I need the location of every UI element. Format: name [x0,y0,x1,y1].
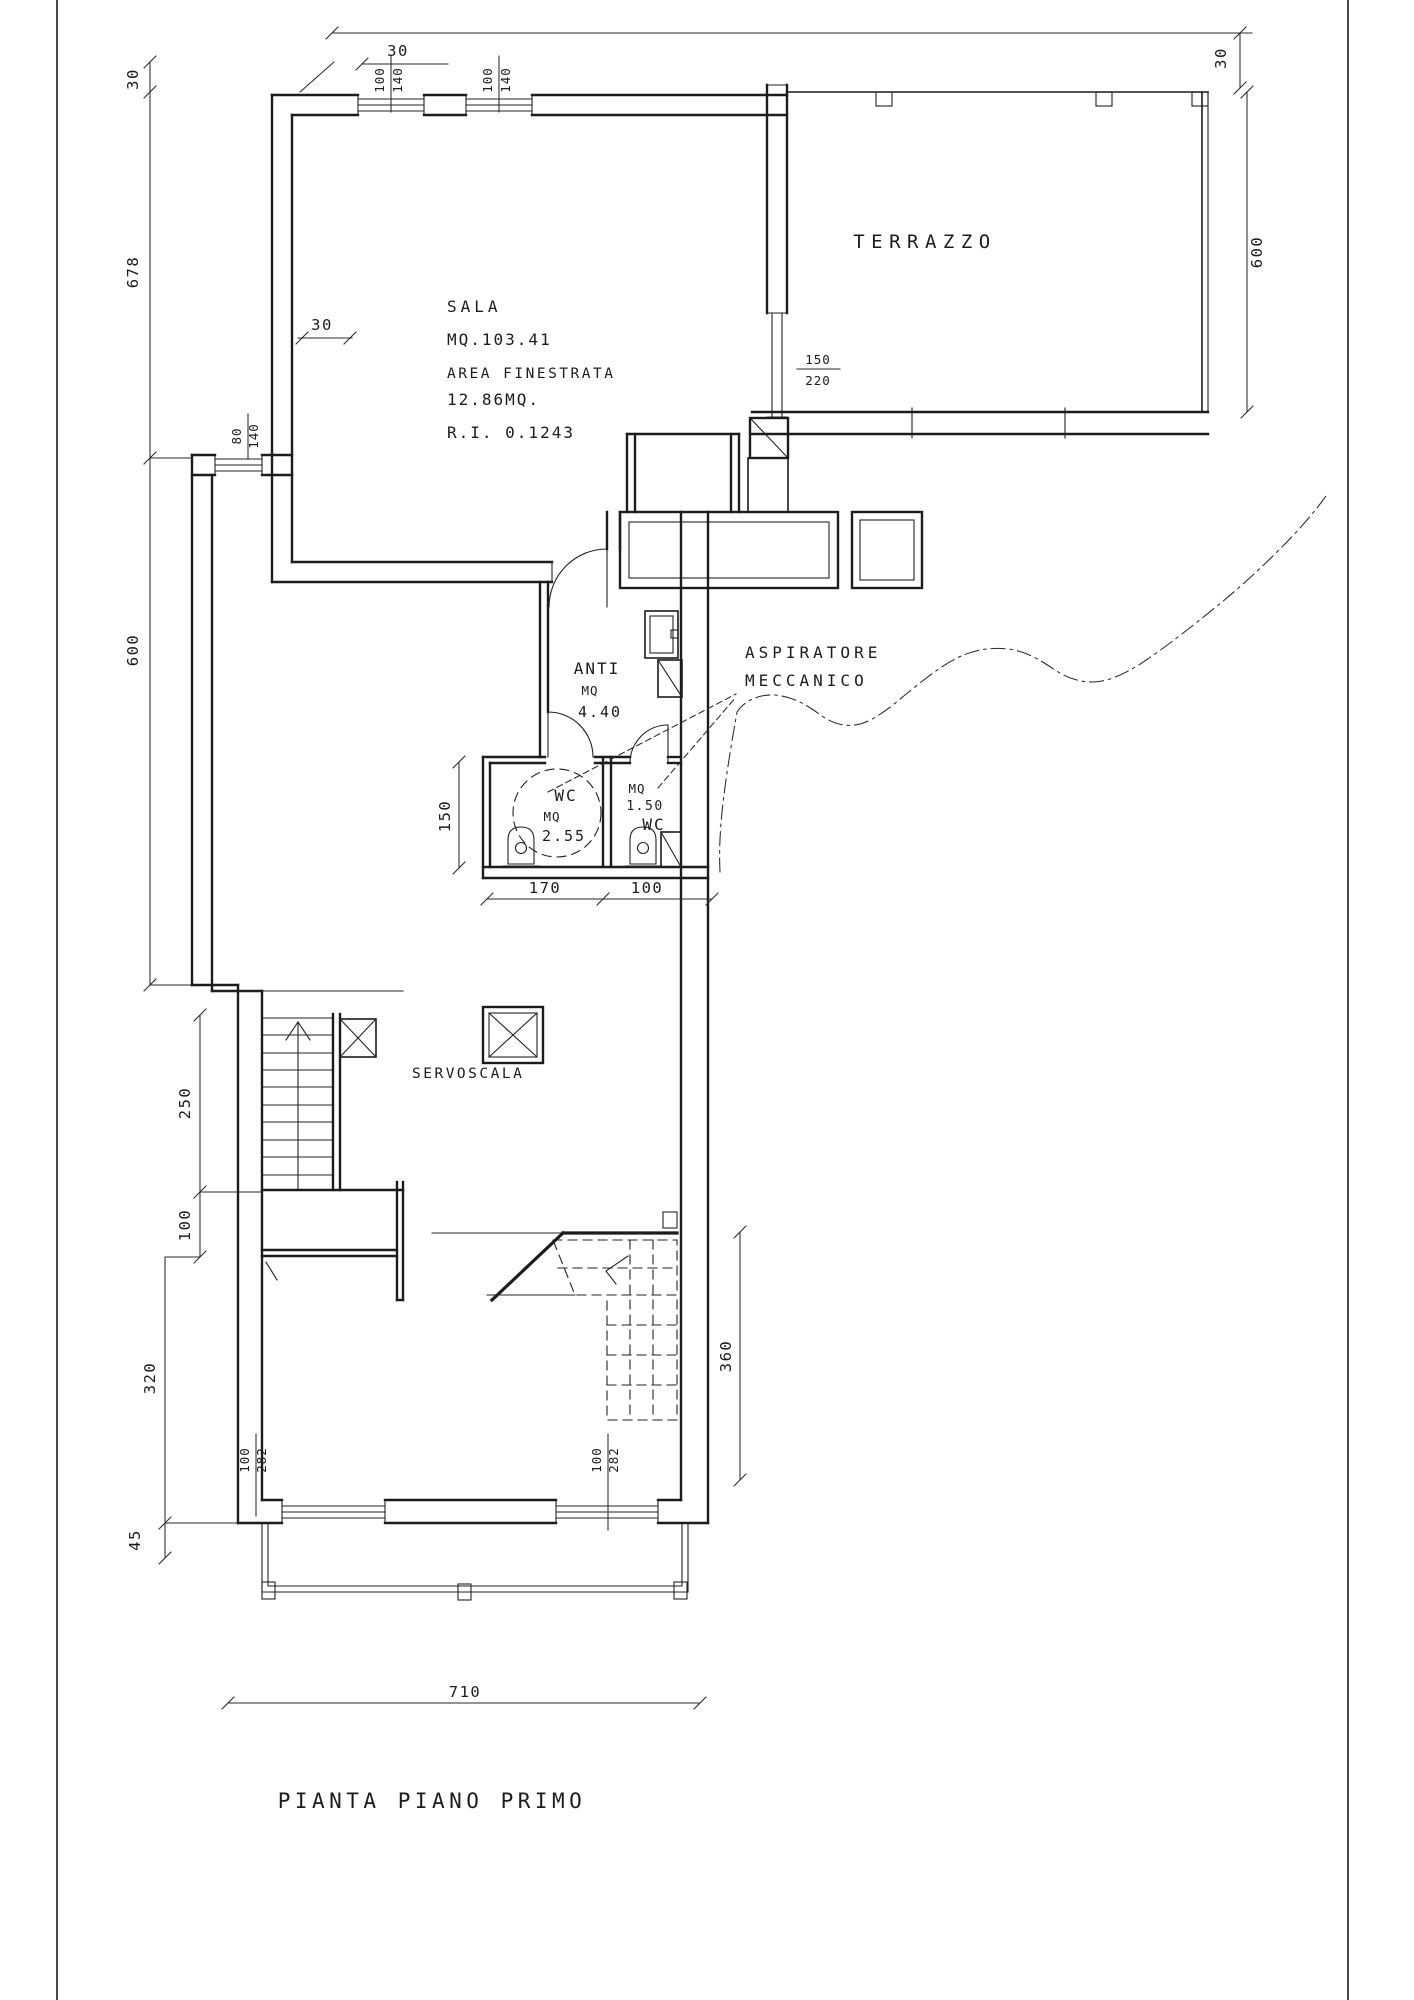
pillar-base [747,457,789,513]
sala-fin-label: AREA FINESTRATA [447,366,615,382]
wc-small-name: WC [642,815,665,834]
wc-small-door [629,724,669,764]
wc-dim-150: 150 [436,800,454,833]
side-window-width: 80 [229,427,244,444]
sheet-border [56,0,1349,2000]
terrazzo-dim-30-label: 30 [1212,47,1230,69]
dim-30-top: 30 [387,42,409,60]
sink [644,610,679,659]
stair-landing [260,1180,405,1302]
right-wall [679,510,710,1525]
bottom-window-1-height: 282 [254,1447,269,1473]
terrace-door: 150 220 [766,312,841,418]
stair-treads [262,1017,334,1191]
wc-dims: 150 170 100 [436,755,719,906]
side-window: 80 140 [214,413,263,476]
wc-dim-170: 170 [529,879,562,897]
sala-terrazzo-divider: 150 220 [747,83,841,513]
wc-block: WC MQ 2.55 MQ 1.50 WC 150 170 100 [436,724,719,906]
railing-post [875,91,893,107]
sala-door [548,548,608,608]
bottom-window-2: 100 282 [555,1433,659,1531]
dim-360-label: 360 [717,1340,735,1373]
toilet-main [502,826,540,867]
toilet-small [624,826,662,867]
terrace-door-width: 150 [805,352,831,367]
bottom-window-2-height: 282 [606,1447,621,1473]
dim-710: 710 [221,1683,707,1710]
aspiratore-line2: MECCANICO [745,671,868,690]
sala-wall-dim: 30 [295,316,357,345]
bottom-room: 100 282 100 282 360 [221,1225,747,1710]
anti-door [547,711,594,758]
dim-360: 360 [717,1225,747,1487]
sala-window-1: 100 140 [357,55,425,116]
bottom-window-1: 100 282 [237,1433,386,1524]
dim-250: 250 [176,1087,194,1120]
shaft-x-small [339,1018,377,1058]
anti-area: 4.40 [578,703,622,721]
shaft-x-large [481,1005,545,1065]
sala-name: SALA [447,297,502,316]
sala-fin-value: 12.86MQ. [447,390,540,409]
sala-labels: SALA MQ.103.41 AREA FINESTRATA 12.86MQ. … [447,297,615,442]
anti-labels: ANTI MQ 4.40 [574,659,622,721]
wc-small-mq: MQ [628,781,645,796]
junction-walls [618,432,924,590]
terrazzo-dim-600-label: 600 [1248,236,1266,269]
wc-main-name: WC [554,786,577,805]
sala-ri: R.I. 0.1243 [447,423,575,442]
room-terrazzo: TERRAZZO 600 30 [750,26,1266,439]
dim-678: 678 [124,256,142,289]
side-window-height: 140 [246,423,261,449]
servoscala-block: SERVOSCALA [211,990,545,1302]
top-dimension: 30 [299,26,1253,93]
shaft-box-wc [660,831,682,868]
anti-name: ANTI [574,659,621,678]
turning-circle [512,768,602,858]
dim-100-left: 100 [176,1209,194,1242]
terrazzo-name: TERRAZZO [853,231,997,253]
wc-small-area: 1.50 [626,799,663,814]
sala-window-1-width: 100 [372,67,387,93]
wc-main-area: 2.55 [542,827,586,845]
wc-small-labels: MQ 1.50 WC [626,781,665,834]
bottom-window-1-width: 100 [237,1447,252,1473]
room-sala: 100 140 100 140 SALA MQ.103.41 [270,55,789,608]
room-anti: ANTI MQ 4.40 [538,580,683,759]
aspiratore-line1: ASPIRATORE [745,643,881,662]
upper-stair-dashed [431,1211,679,1421]
left-wall: 80 140 [190,413,294,1525]
sala-wall-dim-label: 30 [311,316,333,334]
sala-window-2: 100 140 [465,55,533,116]
dim-600-left: 600 [124,634,142,667]
railing-post [1191,91,1209,107]
terrazzo-dim-600: 600 [1240,85,1266,419]
sala-window-1-height: 140 [390,67,405,93]
anti-mq: MQ [581,683,598,698]
dim-45: 45 [126,1529,144,1551]
terrazzo-dim-30: 30 [1212,26,1247,95]
aspiratore-annotation: ASPIRATORE MECCANICO [547,495,1327,873]
bottom-window-2-width: 100 [589,1447,604,1473]
dim-710-label: 710 [449,1683,482,1701]
pillar [748,416,790,460]
dim-30-left: 30 [124,68,142,90]
sheet-title: PIANTA PIANO PRIMO [278,1789,587,1813]
balcony [261,1522,689,1601]
servoscala-label: SERVOSCALA [412,1066,524,1082]
railing-post [1095,91,1113,107]
shaft-box-anti [657,659,683,698]
terrace-door-height: 220 [805,373,831,388]
sala-window-2-height: 140 [498,67,513,93]
wc-main-mq: MQ [543,809,560,824]
left-dimension-chain: 30 678 600 250 100 320 45 [124,55,263,1565]
wc-main-labels: WC MQ 2.55 [542,786,586,845]
sala-area: MQ.103.41 [447,330,552,349]
wc-dim-100: 100 [631,879,664,897]
sala-window-2-width: 100 [480,67,495,93]
dim-320: 320 [141,1362,159,1395]
